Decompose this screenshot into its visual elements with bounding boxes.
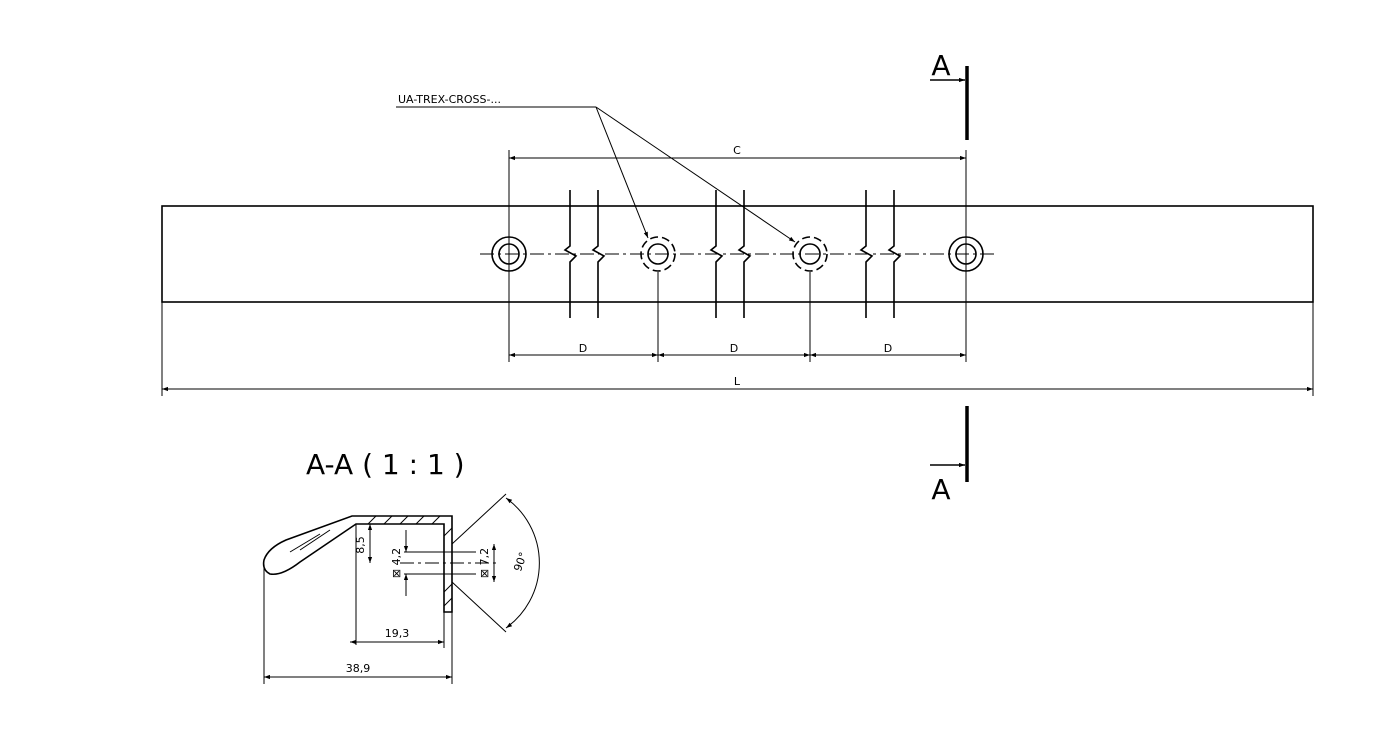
section-title: A-A ( 1 : 1 ): [306, 448, 465, 481]
dim-hole-large: ⊠ 7,2: [478, 544, 497, 582]
hole-3: [792, 236, 828, 272]
svg-text:90°: 90°: [511, 550, 530, 573]
svg-text:⊠ 4,2: ⊠ 4,2: [390, 548, 403, 578]
section-marker-top: A: [930, 49, 969, 140]
dim-d1-label: D: [579, 342, 587, 355]
extension-lines: [161, 150, 1314, 396]
dim-height: 8,5: [354, 524, 373, 645]
svg-text:38,9: 38,9: [346, 662, 371, 675]
rail-top-view: C D D D L: [161, 144, 1314, 396]
callout-label: UA-TREX-CROSS-...: [398, 93, 501, 106]
hole-2: [640, 236, 676, 272]
dim-d2-label: D: [730, 342, 738, 355]
break-lines: [563, 190, 902, 318]
dim-c-label: C: [733, 144, 741, 157]
dim-d3-label: D: [884, 342, 892, 355]
svg-text:8,5: 8,5: [354, 536, 367, 554]
part-callout: UA-TREX-CROSS-...: [396, 93, 796, 243]
section-letter-top: A: [931, 49, 950, 82]
dim-inner-width: 19,3: [350, 612, 445, 648]
svg-text:19,3: 19,3: [385, 627, 410, 640]
dim-hole-small: ⊠ 4,2: [390, 530, 409, 596]
section-letter-bottom: A: [931, 473, 950, 506]
dim-angle: 90°: [451, 493, 540, 633]
svg-text:⊠ 7,2: ⊠ 7,2: [478, 548, 491, 578]
dim-l-label: L: [734, 375, 741, 388]
dim-total-width: 38,9: [263, 568, 453, 684]
profile-section: [262, 515, 500, 613]
rail-outline: [161, 205, 1314, 303]
section-marker-bottom: A: [930, 406, 969, 506]
